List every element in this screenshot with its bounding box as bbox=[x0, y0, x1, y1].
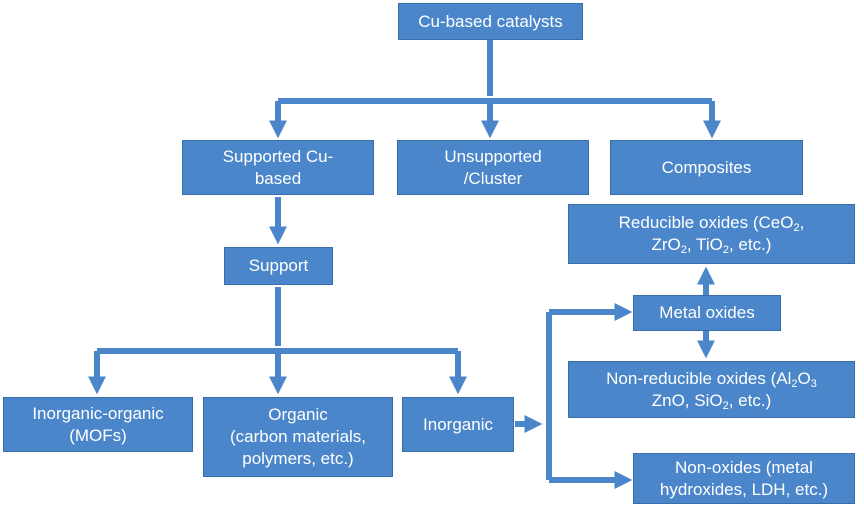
node-supported-cu-based: Supported Cu- based bbox=[182, 140, 374, 195]
nonreducible-oxides-line-2: ZnO, SiO2, etc.) bbox=[651, 390, 772, 412]
node-cu-based-catalysts: Cu-based catalysts bbox=[398, 3, 583, 40]
node-inorganic: Inorganic bbox=[402, 397, 514, 452]
node-nonreducible-oxides: Non-reducible oxides (Al2O3 ZnO, SiO2, e… bbox=[568, 361, 855, 418]
reducible-oxides-line-1: Reducible oxides (CeO2, bbox=[618, 213, 805, 234]
node-composites: Composites bbox=[610, 140, 803, 195]
node-inorganic-organic: Inorganic-organic (MOFs) bbox=[3, 397, 193, 452]
node-unsupported-cluster: Unsupported /Cluster bbox=[397, 140, 589, 195]
node-non-oxides: Non-oxides (metal hydroxides, LDH, etc.) bbox=[633, 453, 855, 504]
nonreducible-oxides-line-1: Non-reducible oxides (Al2O3 bbox=[606, 368, 817, 390]
reducible-oxides-line-2: ZrO2, TiO2, etc.) bbox=[651, 235, 772, 256]
node-reducible-oxides: Reducible oxides (CeO2, ZrO2, TiO2, etc.… bbox=[568, 204, 855, 264]
node-organic: Organic (carbon materials, polymers, etc… bbox=[203, 397, 393, 477]
node-metal-oxides: Metal oxides bbox=[633, 295, 781, 331]
node-support: Support bbox=[224, 247, 333, 285]
